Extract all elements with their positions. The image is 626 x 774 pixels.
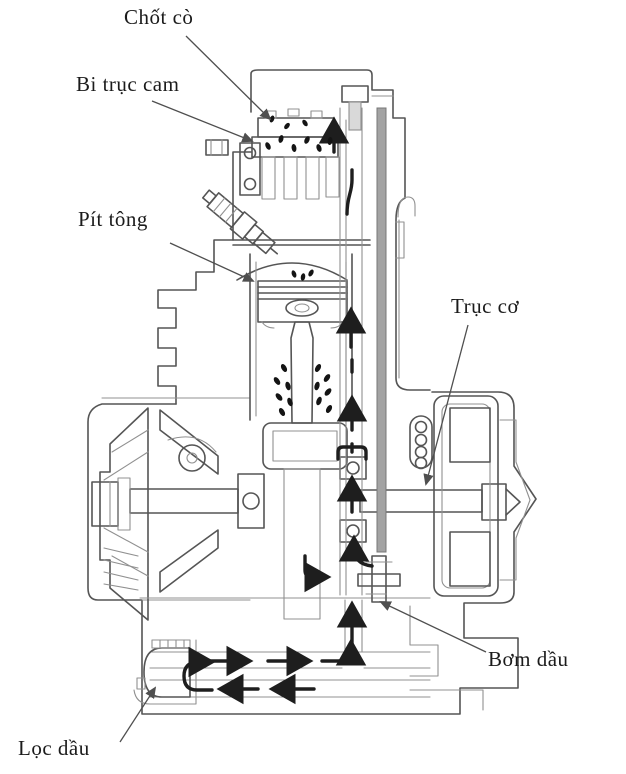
engine-case-outline [87,69,537,715]
oil-pump-part [357,555,401,603]
valve-ribs [261,156,340,200]
leader-crankshaft [423,324,469,486]
label-rocker-pin: Chốt cò [124,5,194,29]
crankshaft-part [91,456,521,620]
oil-filter-part [133,639,197,705]
starter-gear [409,415,433,469]
leader-rocker-pin [185,35,272,121]
flywheel-bolt [481,483,507,521]
piston [257,280,348,329]
spark-plug [201,189,279,255]
cam-chain-bar [376,107,387,553]
cylinder-head [205,108,371,246]
oil-flow-arrows [182,116,374,705]
label-cam-bearing: Bi trục cam [76,72,180,96]
leader-lines [119,35,487,743]
label-crankshaft: Trục cơ [451,294,520,318]
cylinder [236,253,353,421]
cvt-pulley [99,407,219,621]
leader-oil-pump [379,601,487,653]
cam-chain-tunnel [339,85,387,596]
connecting-rod [262,321,348,470]
head-bolt [205,139,229,156]
tensioner-bolt [341,85,369,103]
flywheel-generator [409,395,531,597]
label-piston: Pít tông [78,207,148,231]
leader-cam-bearing [151,100,254,143]
label-oil-pump: Bơm dầu [488,647,569,671]
leader-piston [169,242,255,282]
leader-oil-filter [119,686,157,743]
rod-big-end [262,422,348,470]
cam-bearing-part [239,142,261,196]
cvt-roller [178,444,206,472]
label-oil-filter: Lọc dầu [18,736,90,760]
oil-droplets [265,115,333,417]
cvt-shaft-bolt [91,481,119,527]
wrist-pin [285,299,319,317]
stator-coil [449,407,491,463]
